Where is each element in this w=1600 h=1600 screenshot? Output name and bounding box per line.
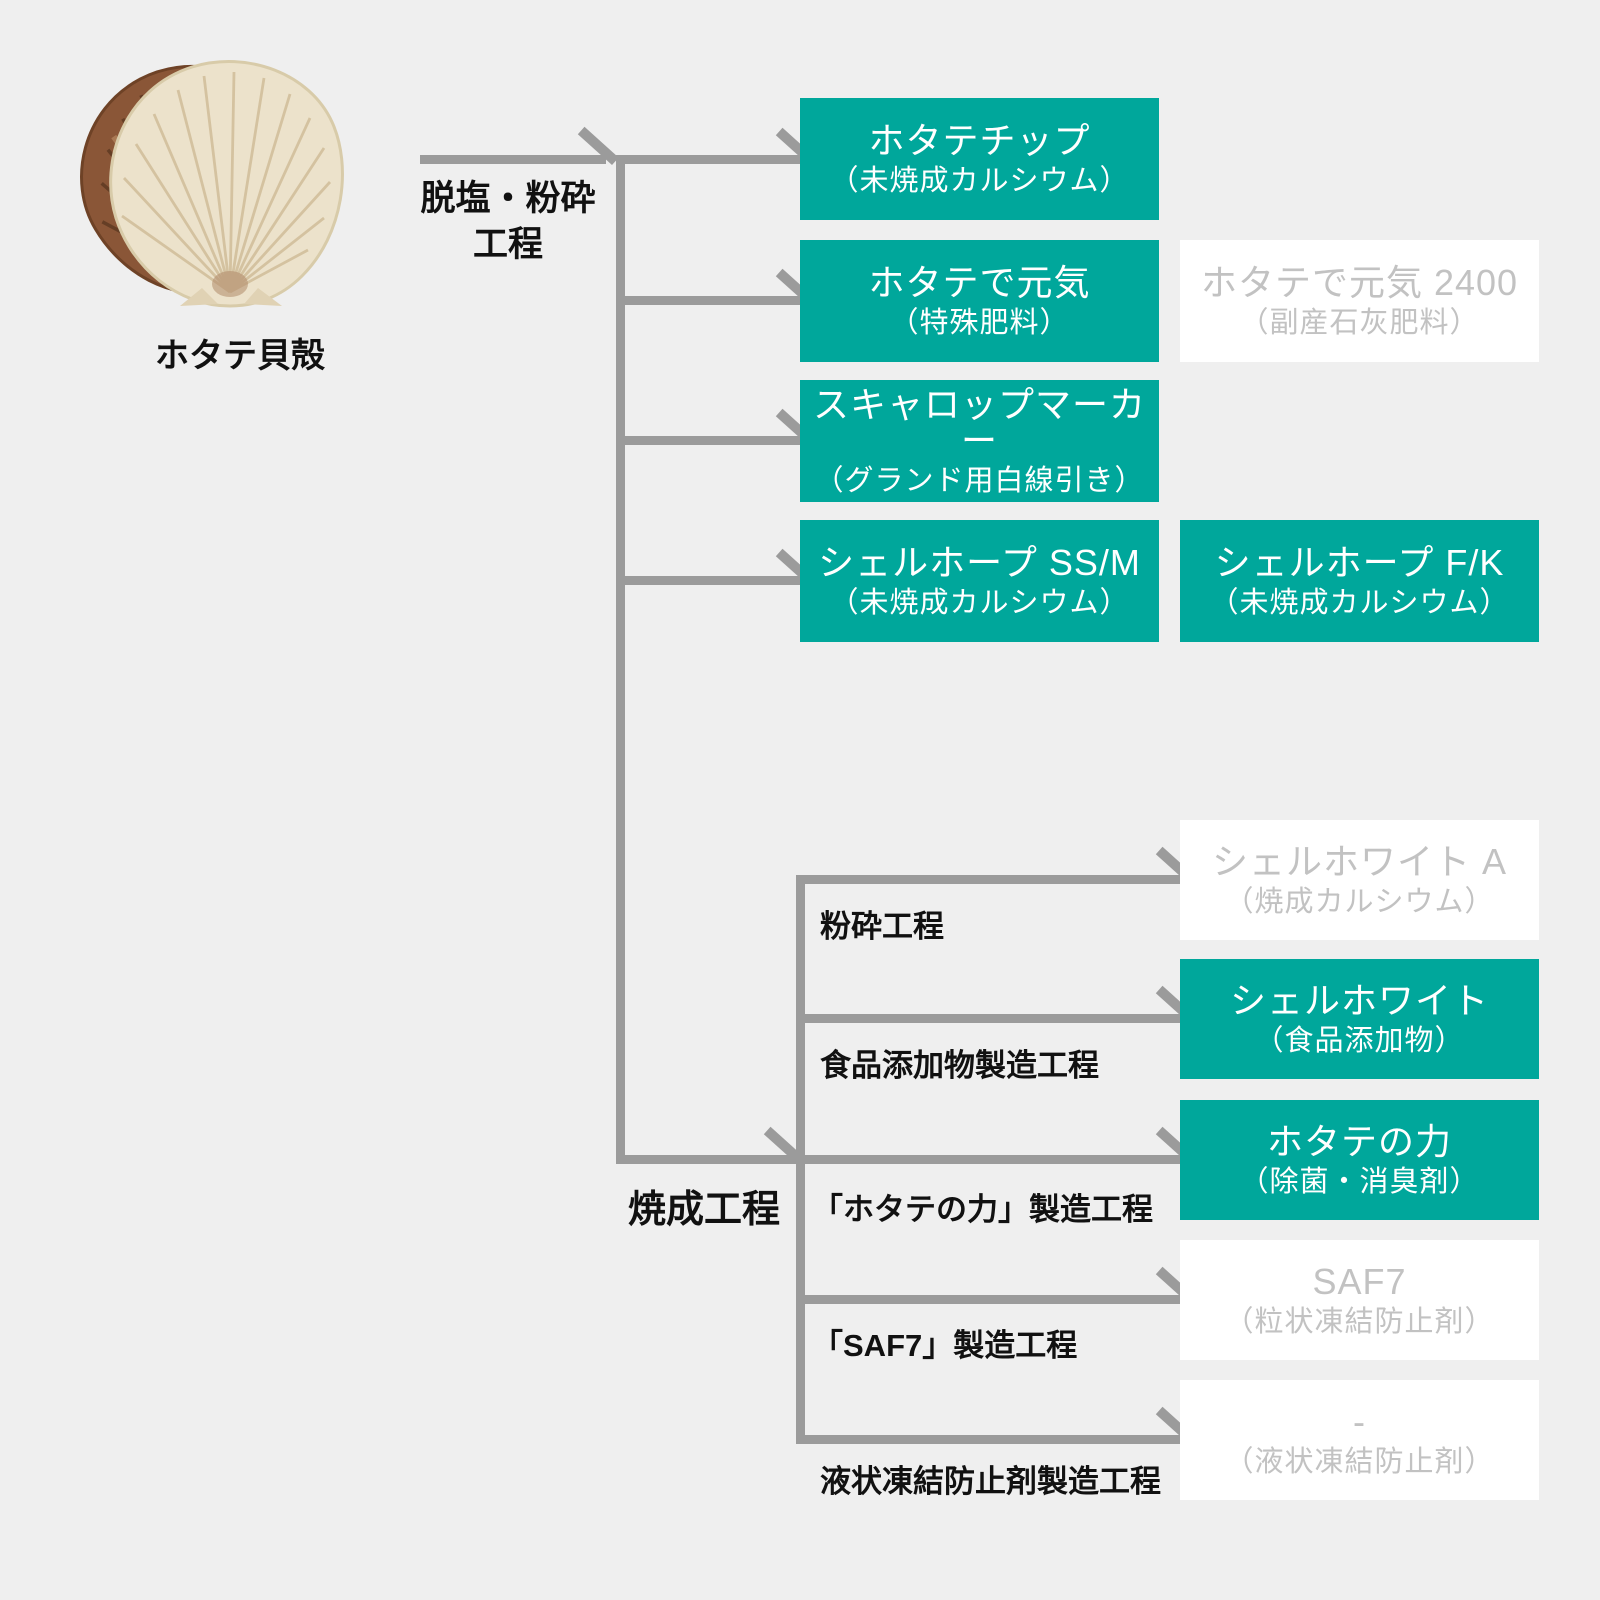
process-label-liquid-antifreeze: 液状凍結防止剤製造工程 xyxy=(820,1464,1161,1499)
process-label-hotate-power: 「ホタテの力」製造工程 xyxy=(812,1192,1153,1227)
process-label-crushing: 粉砕工程 xyxy=(820,909,944,944)
product-subtitle: （未焼成カルシウム） xyxy=(829,164,1130,197)
product-title: シェルホープ F/K xyxy=(1214,541,1505,583)
product-box-shellwhite-a: シェルホワイト A （焼成カルシウム） xyxy=(1180,820,1539,940)
product-box-hotate-de-genki-2400: ホタテで元気 2400 （副産石灰肥料） xyxy=(1180,240,1539,362)
connector-subtrunk xyxy=(796,875,805,1444)
connector-desalination-line xyxy=(420,155,606,164)
product-box-liquid-antifreeze: - （液状凍結防止剤） xyxy=(1180,1380,1539,1500)
product-box-scallop-marker: スキャロップマーカー （グランド用白線引き） xyxy=(800,380,1159,502)
product-box-shellwhite: シェルホワイト （食品添加物） xyxy=(1180,959,1539,1079)
process-label-saf7: 「SAF7」製造工程 xyxy=(812,1328,1078,1363)
source-label: ホタテ貝殻 xyxy=(155,337,325,375)
product-title: ホタテチップ xyxy=(868,119,1091,161)
product-subtitle: （未焼成カルシウム） xyxy=(1209,586,1510,619)
product-title: シェルホワイト A xyxy=(1211,840,1507,882)
product-title: SAF7 xyxy=(1312,1260,1407,1302)
product-subtitle: （グランド用白線引き） xyxy=(814,464,1145,497)
product-subtitle: （液状凍結防止剤） xyxy=(1224,1445,1495,1478)
product-subtitle: （粒状凍結防止剤） xyxy=(1224,1305,1495,1338)
product-title: ホタテの力 xyxy=(1266,1120,1452,1162)
product-subtitle: （特殊肥料） xyxy=(889,306,1070,339)
product-subtitle: （副産石灰肥料） xyxy=(1239,306,1480,339)
product-subtitle: （食品添加物） xyxy=(1254,1024,1465,1057)
product-box-shellhope-ssm: シェルホープ SS/M （未焼成カルシウム） xyxy=(800,520,1159,642)
product-box-hotate-no-chikara: ホタテの力 （除菌・消臭剤） xyxy=(1180,1100,1539,1220)
product-title: ホタテで元気 2400 xyxy=(1200,261,1519,303)
product-subtitle: （除菌・消臭剤） xyxy=(1239,1165,1480,1198)
connector-branch-row4 xyxy=(616,576,802,585)
product-title: ホタテで元気 xyxy=(868,261,1091,303)
product-subtitle: （焼成カルシウム） xyxy=(1224,885,1495,918)
product-title: スキャロップマーカー xyxy=(812,383,1146,461)
connector-branch-row1 xyxy=(616,155,802,164)
scallop-shells-image xyxy=(80,60,344,308)
connector-crushing-line xyxy=(796,875,1182,884)
process-label-desalination: 脱塩・粉砕 工程 xyxy=(398,176,618,268)
product-box-hotate-chip: ホタテチップ （未焼成カルシウム） xyxy=(800,98,1159,220)
product-box-hotate-de-genki: ホタテで元気 （特殊肥料） xyxy=(800,240,1159,362)
connector-branch-row3 xyxy=(616,436,802,445)
product-box-saf7: SAF7 （粒状凍結防止剤） xyxy=(1180,1240,1539,1360)
connector-liquid-antifreeze-line xyxy=(796,1435,1182,1444)
process-label-food-additive: 食品添加物製造工程 xyxy=(820,1048,1099,1083)
product-subtitle: （未焼成カルシウム） xyxy=(829,586,1130,619)
connector-saf7-line xyxy=(796,1295,1182,1304)
product-title: シェルホープ SS/M xyxy=(818,541,1141,583)
desalination-line1: 脱塩・粉砕 xyxy=(420,179,596,218)
process-label-calcination: 焼成工程 xyxy=(628,1189,781,1231)
product-title: シェルホワイト xyxy=(1229,979,1489,1021)
product-title: - xyxy=(1353,1400,1366,1442)
connector-food-additive-line xyxy=(796,1014,1182,1023)
product-box-shellhope-fk: シェルホープ F/K （未焼成カルシウム） xyxy=(1180,520,1539,642)
connector-calcination-line xyxy=(616,1155,1182,1164)
connector-trunk xyxy=(616,155,625,1164)
connector-branch-row2 xyxy=(616,296,802,305)
desalination-line2: 工程 xyxy=(472,225,543,265)
